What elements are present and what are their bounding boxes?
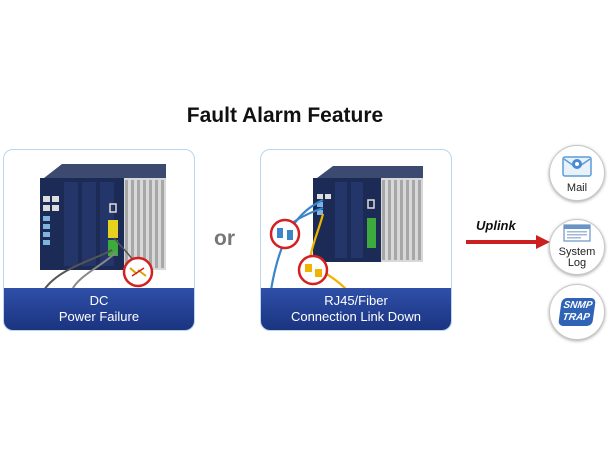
switch-device-icon — [269, 166, 423, 290]
mail-envelope-icon — [562, 156, 592, 177]
trap-label: TRAP — [561, 312, 591, 323]
uplink-label: Uplink — [476, 218, 516, 233]
heatsink-fins — [122, 178, 166, 270]
or-separator: or — [214, 227, 235, 250]
dc-power-failure-panel: DC Power Failure — [3, 149, 195, 331]
caption-line-2: Power Failure — [58, 309, 140, 324]
caption-line-1: RJ45/Fiber — [324, 293, 388, 308]
switch-device-icon — [40, 164, 166, 290]
caption-line-2: Connection Link Down — [290, 309, 422, 324]
mail-label: Mail — [566, 182, 588, 194]
system-log-notification: System Log — [549, 219, 605, 275]
uplink-arrow-icon — [466, 235, 550, 249]
system-log-icon — [563, 224, 591, 242]
caption-line-1: DC — [89, 293, 109, 308]
mail-notification: Mail — [549, 145, 605, 201]
panel-caption: RJ45/Fiber Connection Link Down — [261, 288, 451, 330]
panel-caption: DC Power Failure — [4, 288, 194, 330]
heatsink-fins — [379, 178, 423, 262]
snmp-label: SNMP — [562, 300, 594, 311]
snmp-trap-icon: SNMP TRAP — [558, 298, 596, 326]
snmp-trap-notification: SNMP TRAP — [549, 284, 605, 340]
system-log-label-1: System — [558, 246, 596, 258]
page-title: Fault Alarm Feature — [186, 104, 384, 127]
system-log-label-2: Log — [567, 257, 587, 269]
link-down-panel: RJ45/Fiber Connection Link Down — [260, 149, 452, 331]
